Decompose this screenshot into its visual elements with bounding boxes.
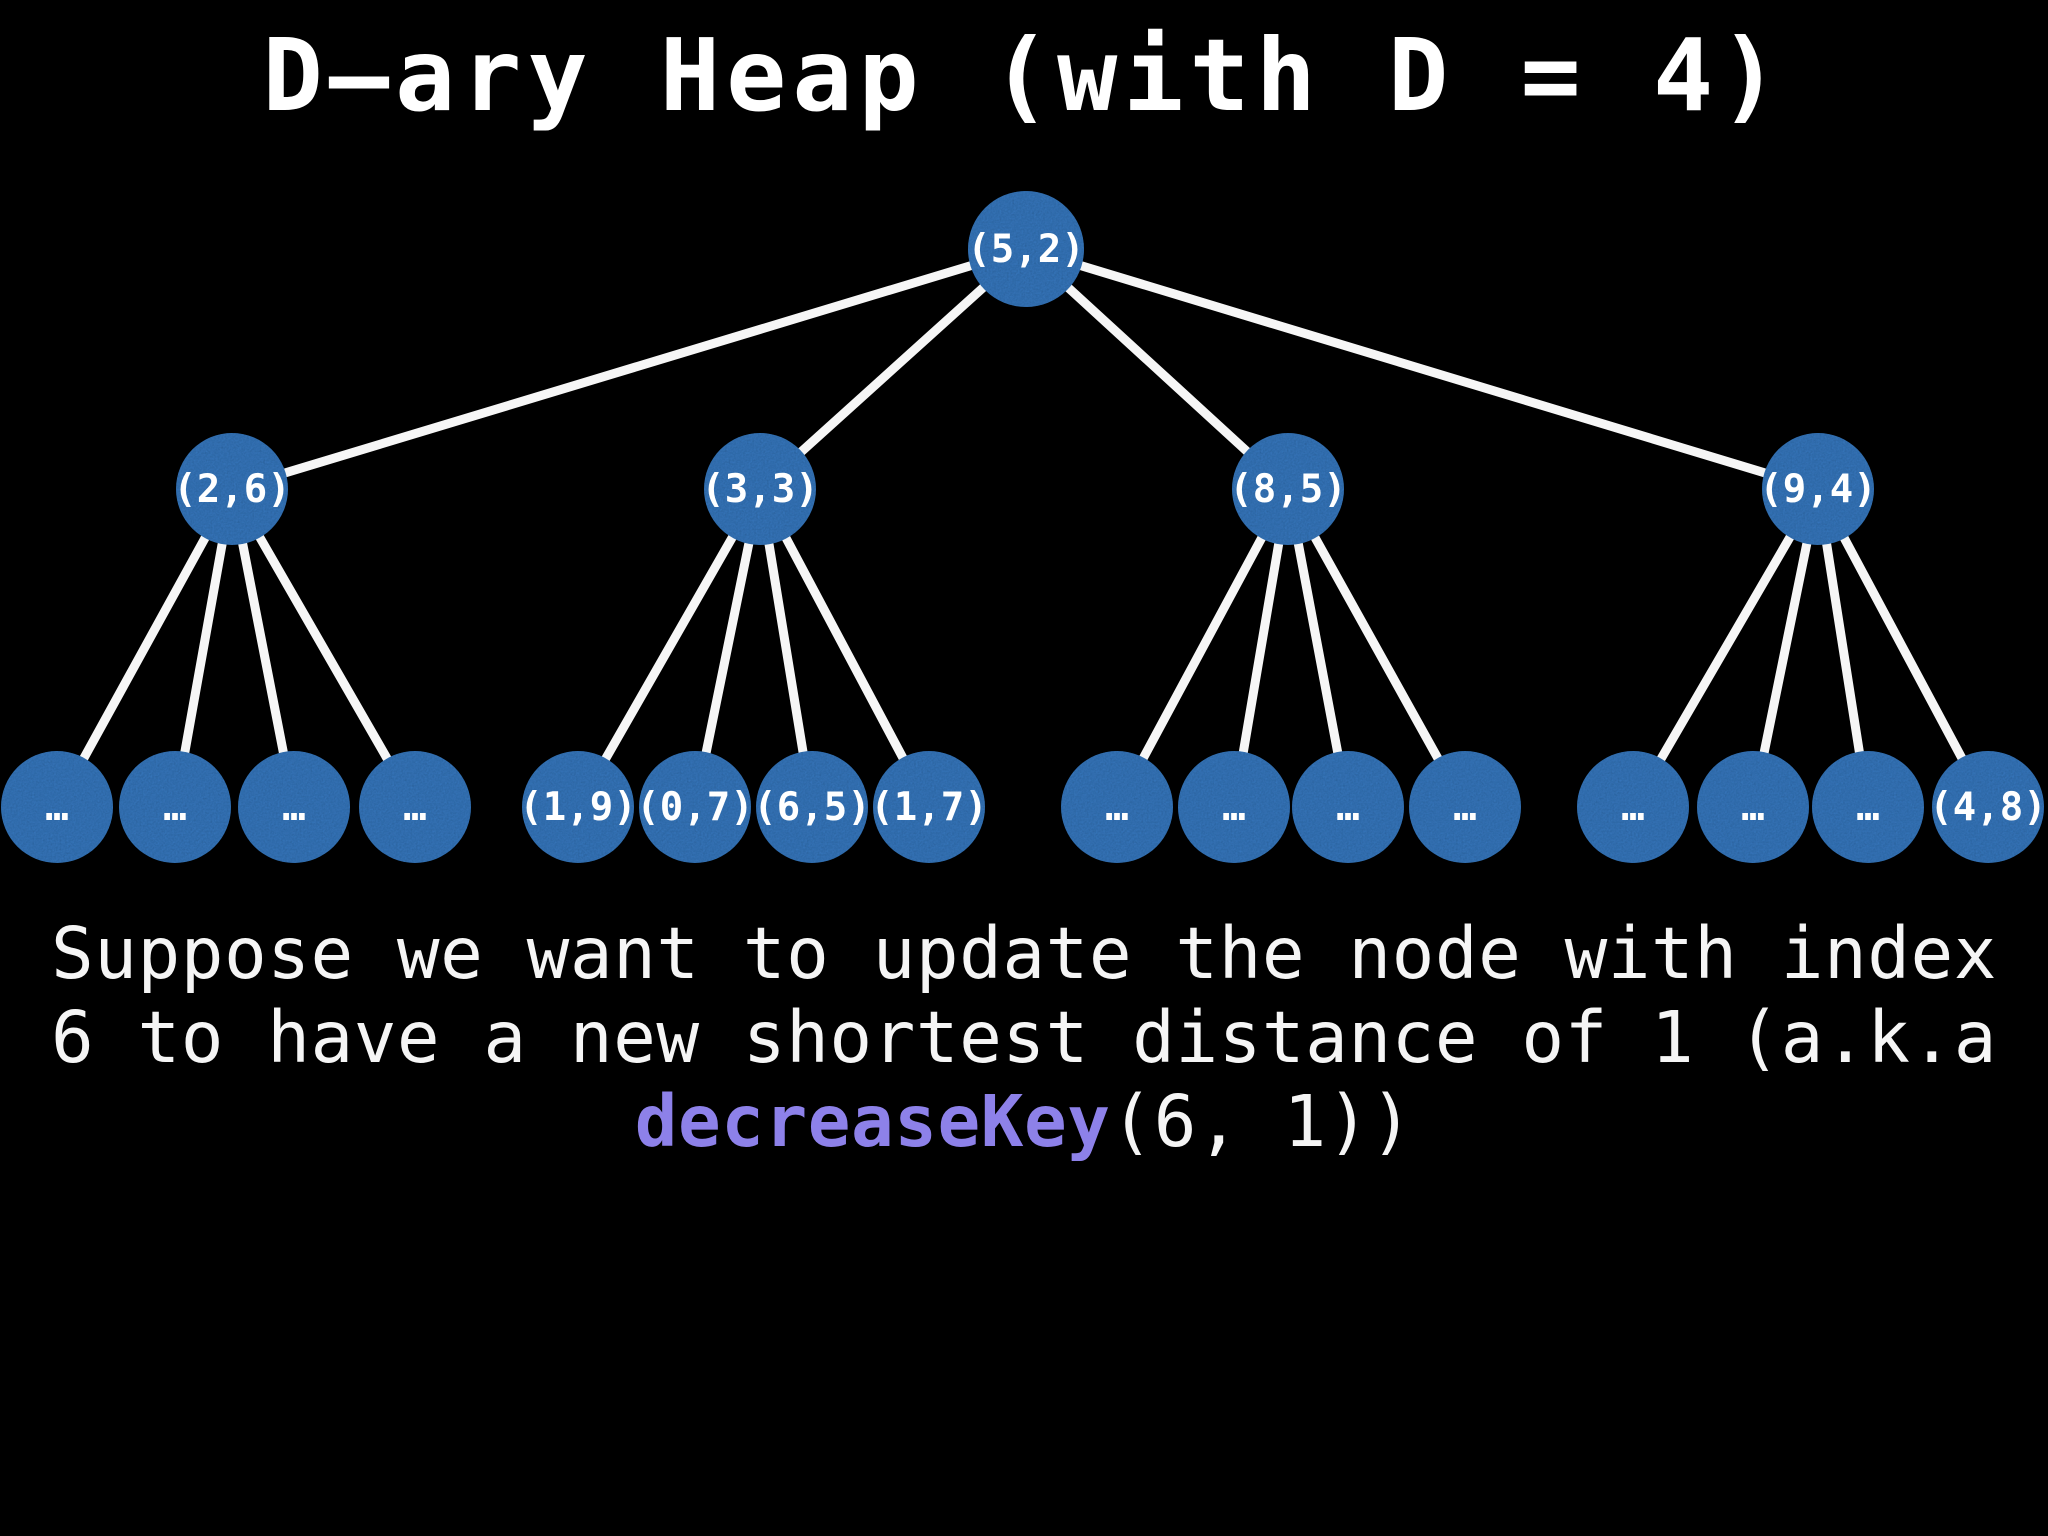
tree-edge — [755, 244, 1031, 494]
tree-node-33 — [704, 433, 816, 545]
tree-node-… — [1409, 751, 1521, 863]
tree-node-… — [1178, 751, 1290, 863]
tree-node-label: (1,7) — [870, 785, 987, 830]
heap-tree-svg: (5,2)(2,6)(3,3)(8,5)(9,4)…………(1,9)(0,7)(… — [1, 191, 2047, 863]
tree-node-52 — [968, 191, 1084, 307]
tree-edge — [1112, 484, 1293, 812]
tree-node-label: … — [1741, 785, 1764, 830]
tree-node-label: … — [1105, 785, 1128, 830]
caption-line-3: decreaseKey(6, 1)) — [0, 1080, 2048, 1164]
tree-edge — [227, 484, 420, 812]
tree-edge — [1283, 484, 1470, 812]
tree-node-label: … — [1621, 785, 1644, 830]
tree-nodes-layer — [1, 191, 2044, 863]
tree-edge — [227, 244, 1031, 494]
tree-node-label: (5,2) — [967, 227, 1084, 272]
tree-node-label: (0,7) — [636, 785, 753, 830]
tree-node-… — [1292, 751, 1404, 863]
tree-node-label: … — [1336, 785, 1359, 830]
tree-node-94 — [1762, 433, 1874, 545]
tree-node-label: (4,8) — [1929, 785, 2046, 830]
tree-node-48 — [1932, 751, 2044, 863]
tree-labels-layer: (5,2)(2,6)(3,3)(8,5)(9,4)…………(1,9)(0,7)(… — [45, 227, 2046, 830]
tree-node-… — [1812, 751, 1924, 863]
tree-node-65 — [756, 751, 868, 863]
caption-line-2: 6 to have a new shortest distance of 1 (… — [50, 996, 1998, 1079]
tree-edges-layer — [52, 244, 1993, 812]
tree-node-label: … — [1453, 785, 1476, 830]
tree-node-label: … — [1222, 785, 1245, 830]
tree-node-label: (6,5) — [753, 785, 870, 830]
tree-edge — [52, 484, 237, 812]
tree-node-label: … — [403, 785, 426, 830]
tree-node-… — [1577, 751, 1689, 863]
tree-edge — [755, 484, 934, 812]
tree-node-label: … — [1856, 785, 1879, 830]
tree-node-label: (3,3) — [701, 467, 818, 512]
tree-node-… — [1061, 751, 1173, 863]
tree-node-17 — [873, 751, 985, 863]
tree-node-label: (1,9) — [519, 785, 636, 830]
caption-line-1: Suppose we want to update the node with … — [50, 912, 1998, 995]
tree-node-26 — [176, 433, 288, 545]
tree-node-label: (2,6) — [173, 467, 290, 512]
tree-node-07 — [639, 751, 751, 863]
tree-node-19 — [522, 751, 634, 863]
tree-node-… — [1, 751, 113, 863]
caption: Suppose we want to update the node with … — [0, 912, 2048, 1164]
tree-edge — [1021, 244, 1823, 494]
tree-edge — [1813, 484, 1993, 812]
tree-node-label: … — [163, 785, 186, 830]
slide-title: D–ary Heap (with D = 4) — [262, 17, 1786, 134]
tree-node-label: (9,4) — [1759, 467, 1876, 512]
decrease-key-code: decreaseKey — [634, 1080, 1111, 1163]
tree-edge — [573, 484, 765, 812]
tree-node-… — [1697, 751, 1809, 863]
tree-edge — [1021, 244, 1293, 494]
tree-node-… — [119, 751, 231, 863]
tree-node-label: (8,5) — [1229, 467, 1346, 512]
tree-node-label: … — [282, 785, 305, 830]
tree-node-… — [238, 751, 350, 863]
tree-node-label: … — [45, 785, 68, 830]
tree-node-85 — [1232, 433, 1344, 545]
tree-node-… — [359, 751, 471, 863]
decrease-key-args: (6, 1)) — [1110, 1080, 1414, 1163]
tree-edge — [1628, 484, 1823, 812]
